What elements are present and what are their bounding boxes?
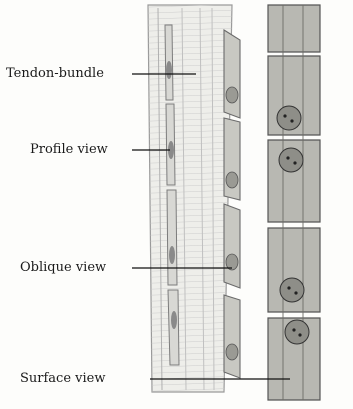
surface-view-cells — [268, 5, 320, 400]
label-profile-view: Profile view — [30, 143, 108, 157]
tendon-bundle-region — [148, 5, 232, 392]
label-surface-view: Surface view — [20, 372, 105, 386]
label-oblique-view: Oblique view — [20, 261, 106, 275]
label-tendon-bundle: Tendon-bundle — [6, 67, 104, 81]
